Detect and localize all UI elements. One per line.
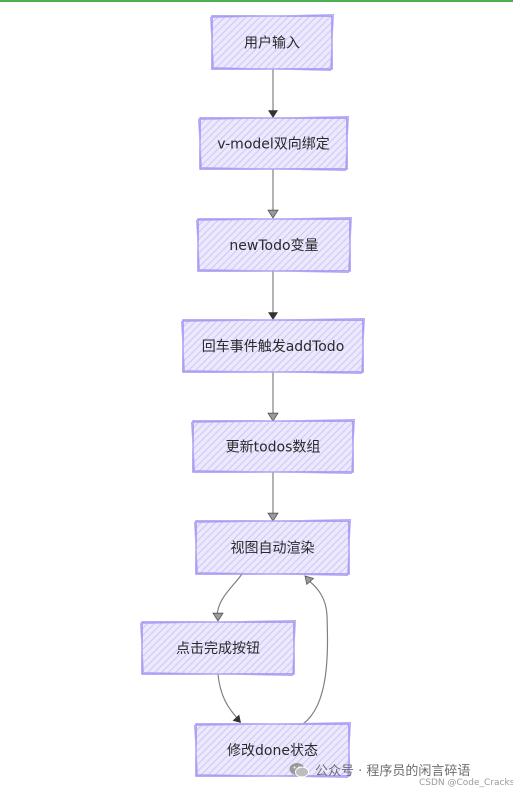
edges-layer <box>212 69 329 725</box>
node-label: 点击完成按钮 <box>176 641 260 657</box>
arrowhead <box>267 209 279 219</box>
arrowhead <box>212 612 224 622</box>
watermark-subtext: CSDN @Code_Cracks <box>419 778 513 788</box>
node-n3: newTodo变量 <box>195 216 353 274</box>
node-label: 用户输入 <box>244 35 300 52</box>
arrowhead <box>267 412 279 422</box>
node-n1: 用户输入 <box>209 13 335 72</box>
edge-n5-n6 <box>267 472 279 522</box>
top-rule <box>0 0 513 2</box>
edge-n1-n2 <box>268 69 278 118</box>
edge-n7-n8 <box>217 673 241 723</box>
node-label: v-model双向绑定 <box>217 137 330 153</box>
wechat-icon <box>289 762 309 777</box>
node-n2: v-model双向绑定 <box>197 115 350 172</box>
edge-n6-n7 <box>212 573 243 622</box>
node-label: newTodo变量 <box>229 238 318 254</box>
node-n4: 回车事件触发addTodo <box>180 317 366 375</box>
arrowhead <box>232 714 241 723</box>
node-label: 修改done状态 <box>227 743 318 759</box>
edge-n8-n6 <box>302 575 329 725</box>
node-n6: 视图自动渲染 <box>193 518 352 577</box>
arrowhead <box>267 512 279 522</box>
arrowhead <box>304 575 315 586</box>
edge-n4-n5 <box>267 372 279 422</box>
watermark-text: 公众号 · 程序员的闲言碎语 <box>315 764 471 779</box>
node-n8: 修改done状态 <box>193 721 352 779</box>
watermark: 公众号 · 程序员的闲言碎语 <box>289 760 470 779</box>
node-label: 回车事件触发addTodo <box>202 338 345 355</box>
arrowhead <box>268 110 278 118</box>
node-label: 视图自动渲染 <box>231 541 315 557</box>
node-n7: 点击完成按钮 <box>139 619 297 677</box>
node-label: 更新todos数组 <box>226 440 321 456</box>
node-n5: 更新todos数组 <box>190 418 356 475</box>
edge-n3-n4 <box>268 271 278 320</box>
arrowhead <box>268 312 278 320</box>
edge-n2-n3 <box>267 169 279 219</box>
